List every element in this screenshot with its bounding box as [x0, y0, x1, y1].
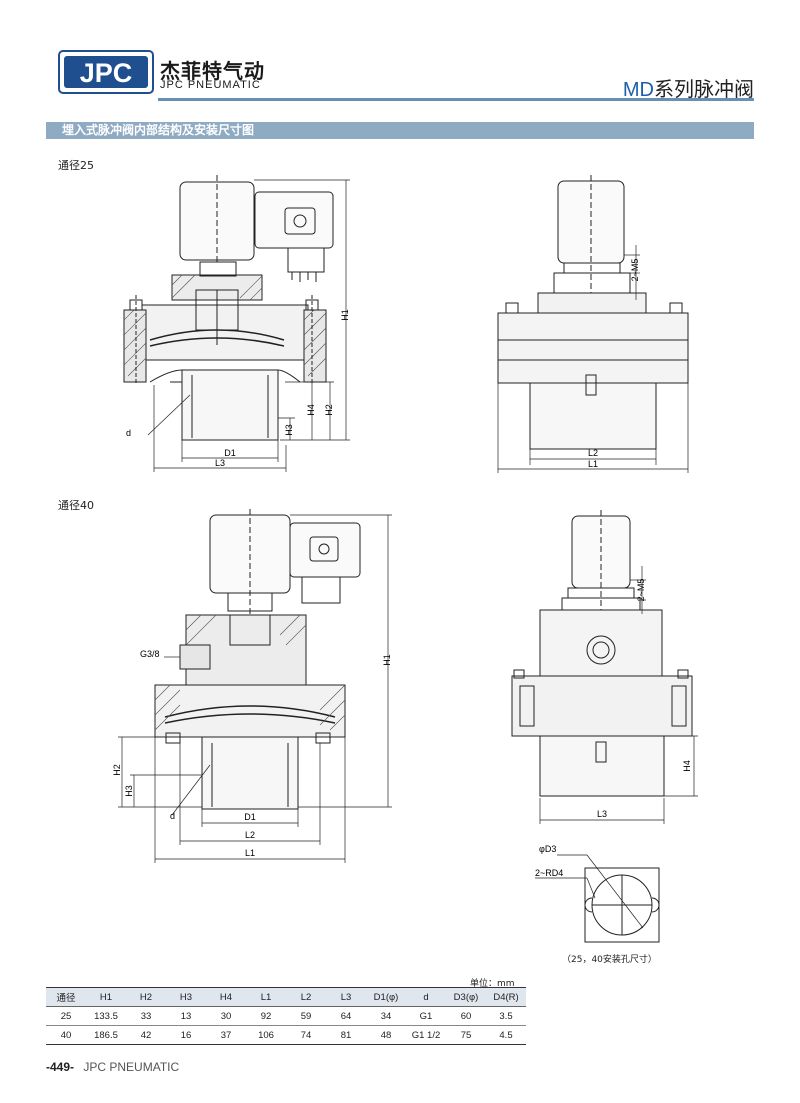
dn40-dim-d: d	[170, 811, 175, 821]
table-cell: 4.5	[486, 1025, 526, 1045]
dn40-dim-m5: 2~M5	[636, 579, 646, 602]
page-number: -449-	[46, 1060, 75, 1074]
brand-name-en: JPC PNEUMATIC	[160, 79, 261, 91]
dn25-dim-h3: H3	[284, 424, 294, 436]
table-cell: 74	[286, 1025, 326, 1045]
hole-dim-rd4: 2~RD4	[535, 868, 563, 878]
series-title: MD系列脉冲阀	[623, 73, 754, 102]
dn40-side-drawing: 2~M5 H4 L3	[511, 510, 698, 824]
table-row: 25 133.5 33 13 30 92 59 64 34 G1 60 3.5	[46, 1007, 526, 1026]
table-header-row: 通径 H1 H2 H3 H4 L1 L2 L3 D1(φ) d D3(φ) D4…	[46, 987, 526, 1007]
table-cell: 92	[260, 1010, 272, 1022]
table-header: H1	[86, 987, 126, 1007]
table-cell: 25	[60, 1010, 72, 1022]
table-cell: G1 1/2	[406, 1025, 446, 1045]
table-cell: 81	[326, 1025, 366, 1045]
logo-text: JPC	[80, 58, 133, 88]
table-cell: 30	[220, 1010, 232, 1022]
table-cell: 37	[206, 1025, 246, 1045]
dn40-dim-l2: L2	[245, 830, 255, 840]
table-cell: 48	[366, 1025, 406, 1045]
table-cell: 40	[46, 1025, 86, 1045]
dn25-dim-h1: H1	[340, 309, 350, 321]
table-cell: G1	[419, 1010, 433, 1022]
dn25-dim-l3: L3	[215, 458, 225, 468]
dn40-section-drawing: H1 H2 H3 D1 L2 L1 d G3/8	[112, 509, 392, 863]
dn40-dim-h4: H4	[682, 760, 692, 772]
dn40-dim-l1: L1	[245, 848, 255, 858]
hole-dim-d3: φD3	[539, 844, 556, 854]
section-title: 埋入式脉冲阀内部结构及安装尺寸图	[46, 122, 754, 139]
table-cell: 106	[246, 1025, 286, 1045]
table-cell: 64	[340, 1010, 352, 1022]
dn25-side-drawing: 2~M5 L2 L1	[497, 175, 689, 473]
table-header: d	[406, 987, 446, 1007]
dn25-section-drawing: H1 H2 H4 H3 D1 L3 d	[123, 175, 350, 472]
table-header: L1	[246, 987, 286, 1007]
footer-company: JPC PNEUMATIC	[83, 1060, 180, 1074]
table-header: H4	[206, 987, 246, 1007]
dn25-dim-d: d	[126, 428, 131, 438]
mounting-hole-drawing: φD3 2~RD4	[535, 844, 660, 943]
table-header: H3	[166, 987, 206, 1007]
table-header: 通径	[46, 987, 86, 1007]
table-header: D1(φ)	[366, 987, 406, 1007]
dn40-dim-d1: D1	[244, 812, 256, 822]
dn40-label: 通径40	[58, 499, 94, 512]
table-cell: 59	[300, 1010, 312, 1022]
spec-table: 通径 H1 H2 H3 H4 L1 L2 L3 D1(φ) d D3(φ) D4…	[46, 987, 526, 1045]
table-cell: 3.5	[499, 1010, 513, 1022]
table-header: L3	[326, 987, 366, 1007]
table-cell: 42	[126, 1025, 166, 1045]
jpc-logo: JPC	[58, 50, 154, 98]
table-cell: 34	[380, 1010, 392, 1022]
dn25-dim-d1: D1	[224, 448, 236, 458]
dn25-label: 通径25	[58, 159, 94, 172]
table-cell: 60	[460, 1010, 472, 1022]
dn40-dim-h1: H1	[382, 654, 392, 666]
dn25-dim-m5: 2~M5	[630, 259, 640, 282]
dn25-dim-h4: H4	[306, 404, 316, 416]
table-cell: 13	[180, 1010, 192, 1022]
table-cell: 33	[140, 1010, 152, 1022]
dn40-dim-h2: H2	[112, 764, 122, 776]
dn25-dim-h2: H2	[324, 404, 334, 416]
hole-caption: （25，40安装孔尺寸）	[562, 955, 657, 965]
series-text: 系列脉冲阀	[654, 77, 754, 101]
page-footer: -449- JPC PNEUMATIC	[46, 1060, 179, 1074]
brand-name-cn: 杰菲特气动	[160, 59, 265, 83]
dn40-dim-l3: L3	[597, 809, 607, 819]
series-code: MD	[622, 79, 654, 101]
dn40-dim-g38: G3/8	[140, 649, 160, 659]
dn25-dim-l2: L2	[588, 448, 598, 458]
table-cell: 16	[166, 1025, 206, 1045]
unit-label: 单位：mm	[470, 979, 515, 989]
table-cell: 75	[446, 1025, 486, 1045]
table-header: D3(φ)	[446, 987, 486, 1007]
table-header: D4(R)	[486, 987, 526, 1007]
table-cell: 133.5	[94, 1010, 118, 1022]
table-row: 40 186.5 42 16 37 106 74 81 48 G1 1/2 75…	[46, 1025, 526, 1045]
table-cell: 186.5	[86, 1025, 126, 1045]
dn40-dim-h3: H3	[124, 785, 134, 797]
header-divider	[158, 98, 754, 101]
table-header: H2	[126, 987, 166, 1007]
table-header: L2	[286, 987, 326, 1007]
dn25-dim-l1: L1	[588, 459, 598, 469]
